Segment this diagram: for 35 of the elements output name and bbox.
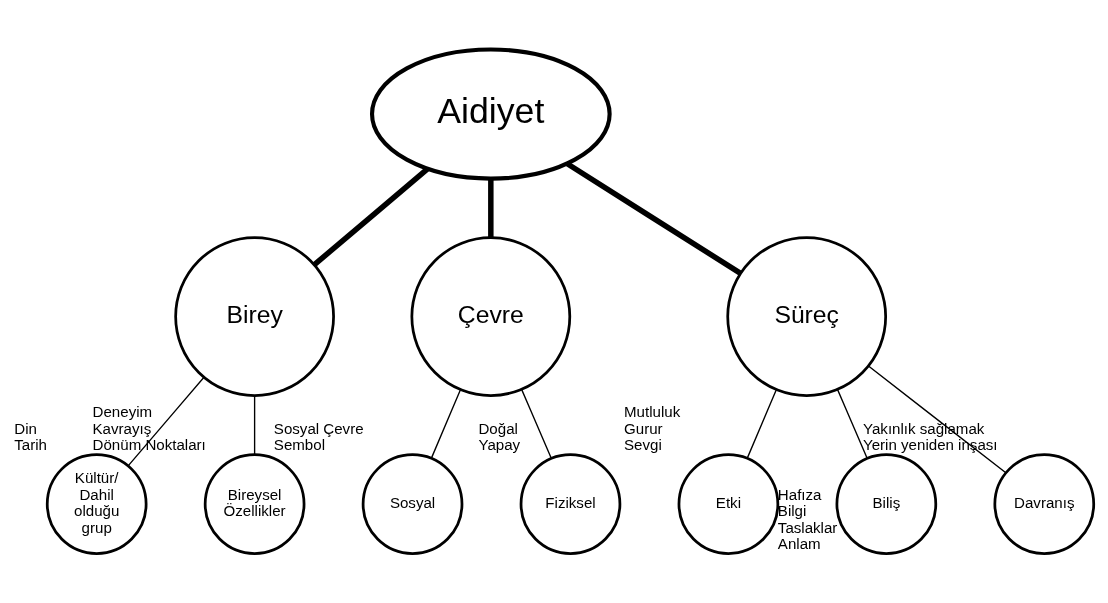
node-label: Mutluluk bbox=[624, 403, 681, 421]
connector bbox=[565, 161, 743, 276]
connector bbox=[430, 389, 462, 459]
node-label: Bilgi bbox=[777, 502, 807, 520]
node-label: Kavrayış bbox=[92, 419, 152, 437]
node-label: Sevgi bbox=[624, 436, 662, 454]
connector bbox=[488, 178, 494, 238]
connector bbox=[520, 388, 552, 459]
connector bbox=[253, 395, 256, 456]
node-label: Din bbox=[14, 419, 37, 437]
node-label: Taslaklar bbox=[777, 518, 838, 536]
node-circle: Davranış bbox=[993, 453, 1096, 555]
node-circle: Süreç bbox=[726, 236, 888, 397]
connector bbox=[746, 389, 777, 459]
connector bbox=[836, 388, 868, 459]
node-circle: Bireysel Özellikler bbox=[203, 453, 306, 555]
connector bbox=[127, 376, 205, 467]
node-label: Doğal bbox=[478, 419, 518, 437]
node-label: Sembol bbox=[273, 436, 326, 454]
node-label: Deneyim bbox=[92, 403, 153, 421]
node-circle: Çevre bbox=[410, 236, 572, 397]
connector bbox=[312, 166, 430, 267]
node-circle: Fiziksel bbox=[519, 453, 622, 555]
node-label: Sosyal Çevre bbox=[273, 419, 364, 437]
node-label: Anlam bbox=[777, 535, 821, 553]
node-circle: Kültür/ Dahil olduğu grup bbox=[45, 453, 148, 555]
node-label: Yapay bbox=[478, 436, 521, 454]
node-label: Tarih bbox=[14, 436, 47, 454]
node-label: Hafıza bbox=[777, 485, 822, 503]
node-label: Dönüm Noktaları bbox=[92, 436, 206, 454]
node-circle: Sosyal bbox=[361, 453, 464, 555]
node-label: Gurur bbox=[624, 419, 663, 437]
node-circle: Birey bbox=[174, 236, 335, 397]
connector bbox=[867, 365, 1007, 474]
node-ellipse: Aidiyet bbox=[369, 47, 612, 181]
